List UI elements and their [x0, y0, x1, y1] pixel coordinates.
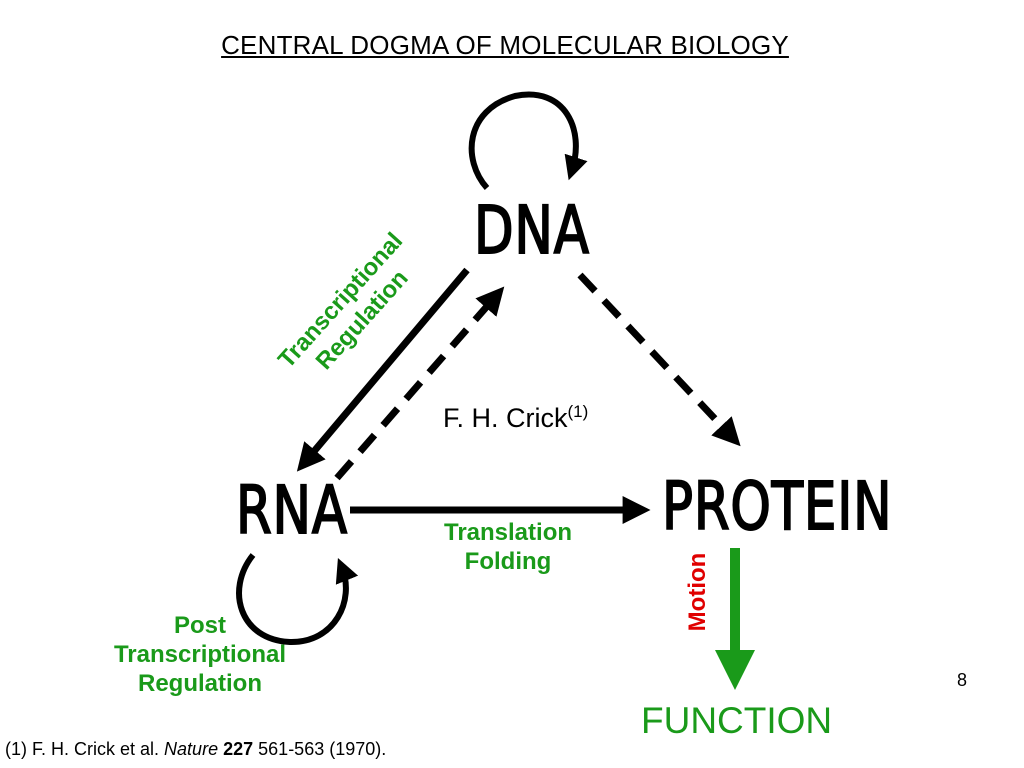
folding-label: Folding: [464, 547, 552, 575]
post-transcriptional-regulation-label: Post Transcriptional Regulation: [80, 612, 320, 698]
crick-reference: (1): [567, 402, 589, 421]
protein-node: PROTEIN: [661, 468, 893, 545]
translation-label: Translation: [443, 519, 573, 546]
function-label: FUNCTION: [641, 700, 833, 741]
dna-to-protein-dashed-arrow: [577, 272, 741, 447]
page-number: 8: [957, 670, 968, 690]
post-label-line3: Regulation: [138, 669, 262, 697]
post-label-line2: Transcriptional: [113, 640, 287, 668]
footnote-citation: (1) F. H. Crick et al. Nature 227 561-56…: [5, 739, 386, 760]
rna-node: RNA: [235, 472, 348, 549]
footnote-volume: 227: [223, 739, 254, 759]
crick-attribution: F. H. Crick(1): [443, 402, 588, 434]
dna-to-rna-arrow: [296, 267, 470, 472]
post-label-line1: Post: [173, 612, 226, 639]
footnote-pages: 561-563 (1970).: [258, 739, 387, 759]
footnote-prefix: (1) F. H. Crick et al.: [5, 739, 160, 759]
crick-name: F. H. Crick: [443, 403, 568, 433]
translation-folding-label: Translation Folding: [418, 519, 598, 577]
rna-post-transcriptional-loop-arrow: [236, 553, 359, 646]
dna-replication-loop-arrow: [468, 91, 588, 190]
page-title: CENTRAL DOGMA OF MOLECULAR BIOLOGY: [221, 30, 789, 60]
footnote-journal: Nature: [164, 739, 219, 759]
dna-node: DNA: [473, 192, 590, 269]
motion-label: Motion: [684, 552, 711, 632]
rna-to-dna-dashed-arrow: [334, 286, 505, 481]
